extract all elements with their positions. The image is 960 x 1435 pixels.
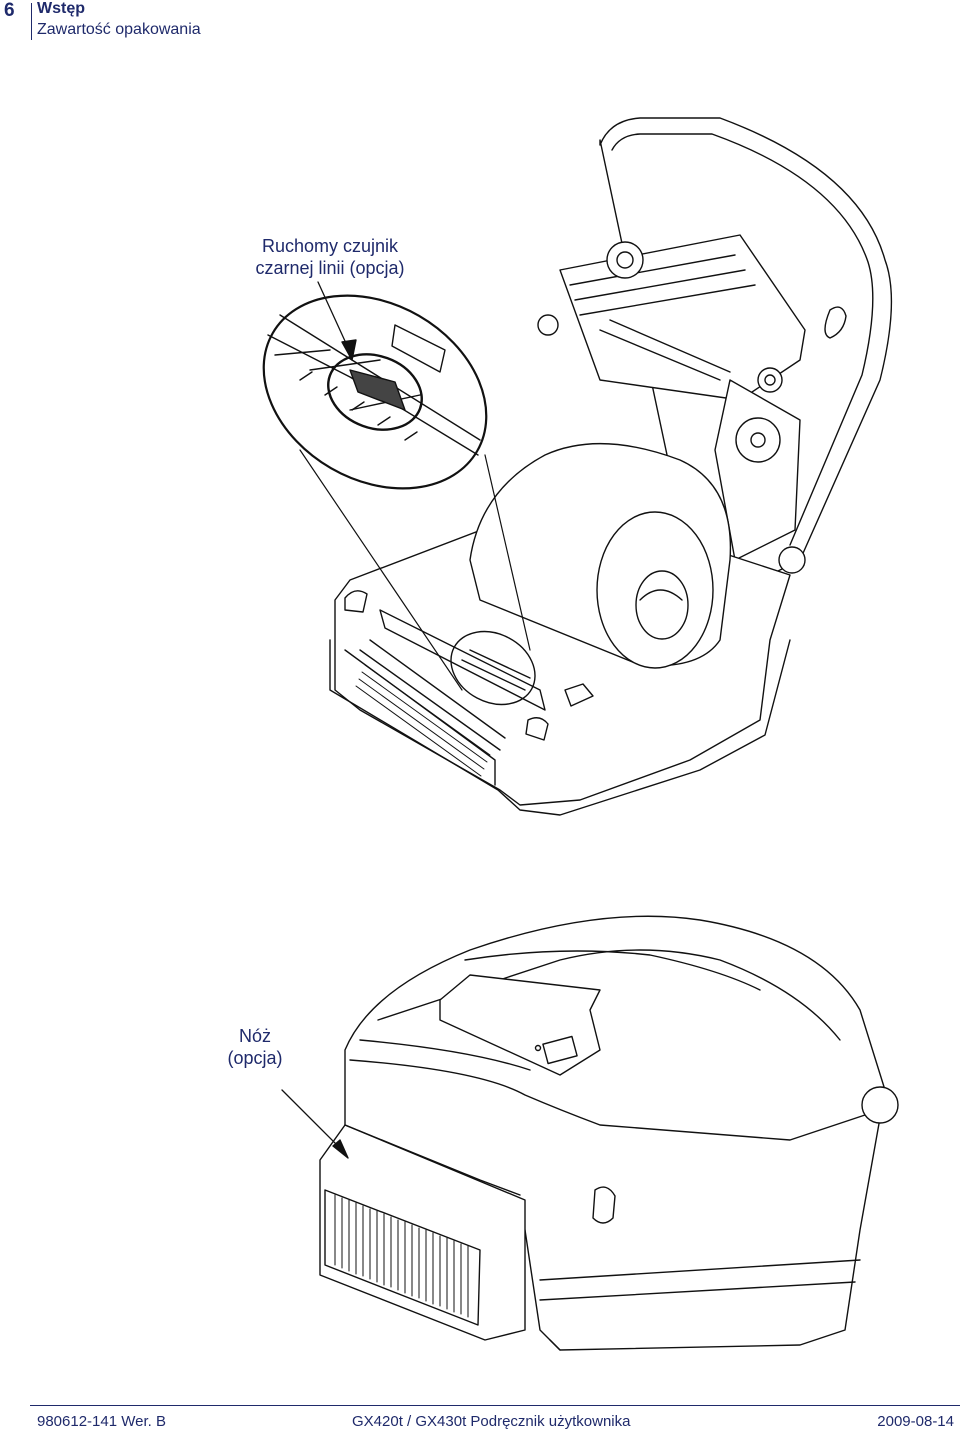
footer-title: GX420t / GX430t Podręcznik użytkownika	[352, 1413, 631, 1430]
page-number: 6	[4, 0, 15, 21]
cutter-callout: Nóż (opcja)	[200, 1025, 310, 1069]
chapter-title: Wstęp	[37, 0, 85, 17]
footer-doc-number: 980612-141 Wer. B	[37, 1413, 166, 1430]
footer-divider	[30, 1405, 960, 1406]
callout-line: Ruchomy czujnik	[261, 236, 399, 256]
open-printer-illustration	[262, 117, 893, 816]
header-divider	[31, 3, 32, 40]
black-line-sensor-callout: Ruchomy czujnik czarnej linii (opcja)	[230, 235, 430, 279]
callout-line: Nóż	[238, 1026, 271, 1046]
closed-printer-illustration	[281, 915, 899, 1351]
callout-line: (opcja)	[227, 1048, 283, 1068]
callout-line: czarnej linii (opcja)	[255, 258, 405, 278]
footer-date: 2009-08-14	[877, 1413, 954, 1430]
section-title: Zawartość opakowania	[37, 21, 201, 38]
